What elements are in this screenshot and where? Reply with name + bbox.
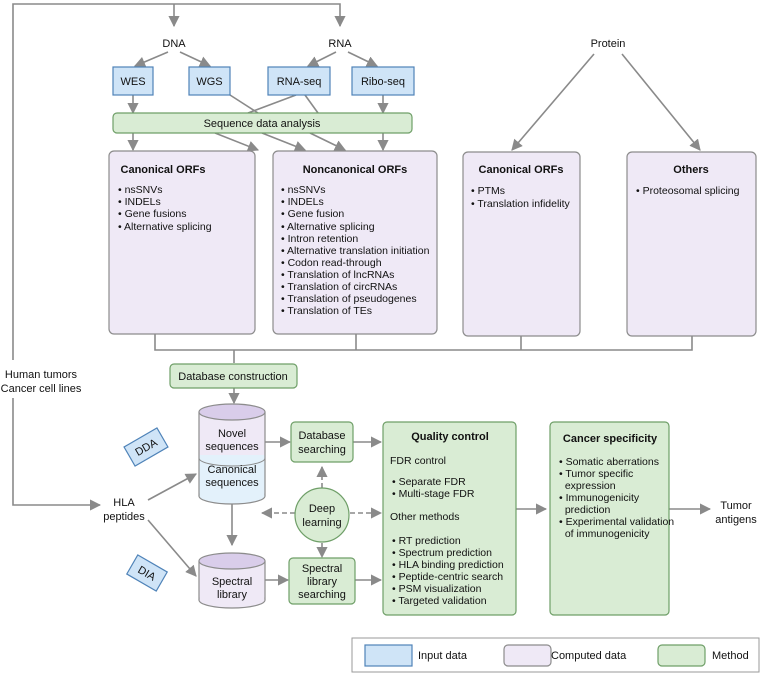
quality-control-panel: Quality control FDR control • Separate F… <box>382 421 517 616</box>
canonical-sequences-label-2: sequences <box>205 477 259 489</box>
list-item: • Gene fusions <box>118 208 186 220</box>
canonical-orfs-protein-panel: Canonical ORFs • PTMs • Translation infi… <box>462 151 581 337</box>
wes-box: WES <box>112 66 154 96</box>
wgs-box: WGS <box>188 66 231 96</box>
ribo-seq-box: Ribo-seq <box>351 66 415 96</box>
list-item: expression <box>559 480 616 492</box>
other-methods-header: Other methods <box>390 511 459 523</box>
spectral-searching-label-2: library <box>307 576 337 588</box>
database-construction-label: Database construction <box>178 371 287 383</box>
legend-computed-label: Computed data <box>551 650 627 662</box>
dia-box: DIA <box>125 554 169 592</box>
noncanonical-orfs-panel: Noncanonical ORFs • nsSNVs • INDELs • Ge… <box>272 150 438 335</box>
deep-learning-label: Deep <box>309 503 335 515</box>
protein-label: Protein <box>591 38 626 50</box>
list-item: • Immunogenicity <box>559 492 640 504</box>
novel-sequences-label: Novel <box>218 428 246 440</box>
canonical-orfs-genomic-panel: Canonical ORFs • nsSNVs • INDELs • Gene … <box>108 150 256 335</box>
list-item: • Alternative translation initiation <box>281 245 430 257</box>
cancer-specificity-panel: Cancer specificity • Somatic aberrations… <box>549 421 674 616</box>
list-item: • Targeted validation <box>392 595 487 607</box>
legend: Input data Computed data Method <box>351 637 760 673</box>
dna-label: DNA <box>162 38 186 50</box>
list-item: • Codon read-through <box>281 257 382 269</box>
dda-box: DDA <box>123 427 169 467</box>
spectral-searching-label: Spectral <box>302 563 342 575</box>
legend-input-label: Input data <box>418 650 468 662</box>
list-item: • PTMs <box>471 185 505 197</box>
legend-computed-swatch <box>503 644 552 667</box>
spectral-library-searching-box: Spectral library searching <box>288 557 356 605</box>
list-item: • Peptide-centric search <box>392 571 503 583</box>
list-item: • nsSNVs <box>118 184 163 196</box>
list-item: of immunogenicity <box>559 528 650 540</box>
list-item: • Gene fusion <box>281 208 344 220</box>
list-item: • Alternative splicing <box>281 221 375 233</box>
rna-seq-box: RNA-seq <box>267 66 331 96</box>
wgs-label: WGS <box>196 76 222 88</box>
list-item: • Somatic aberrations <box>559 456 659 468</box>
panel-title: Others <box>673 164 708 176</box>
list-item: • Translation of TEs <box>281 305 372 317</box>
list-item: prediction <box>559 504 611 516</box>
novel-sequences-label-2: sequences <box>205 441 259 453</box>
tumor-antigens-label: Tumor <box>720 500 752 512</box>
list-item: • Separate FDR <box>392 476 466 488</box>
sequence-database-cylinder: Novel sequences Canonical sequences <box>198 403 266 505</box>
ribo-seq-label: Ribo-seq <box>361 76 405 88</box>
list-item: • Translation of pseudogenes <box>281 293 417 305</box>
list-item: • Tumor specific <box>559 468 633 480</box>
panel-title: Noncanonical ORFs <box>303 164 408 176</box>
list-item: • Translation infidelity <box>471 198 571 210</box>
list-item: • Spectrum prediction <box>392 547 492 559</box>
spectral-library-label-2: library <box>217 589 247 601</box>
canonical-sequences-label: Canonical <box>208 464 257 476</box>
cancer-cell-lines-label: Cancer cell lines <box>1 383 82 395</box>
legend-input-swatch <box>364 644 413 667</box>
tumor-antigens-label-2: antigens <box>715 514 757 526</box>
cancer-specificity-title: Cancer specificity <box>563 433 658 445</box>
deep-learning-node: Deep learning <box>294 487 350 543</box>
connector-lines <box>12 3 712 586</box>
list-item: • nsSNVs <box>281 184 326 196</box>
sequence-data-analysis-box: Sequence data analysis <box>112 112 413 134</box>
hla-label: HLA <box>113 497 135 509</box>
list-item: • Experimental validation <box>559 516 674 528</box>
spectral-library-cylinder: Spectral library <box>198 552 266 609</box>
list-item: • Proteosomal splicing <box>636 185 740 197</box>
legend-method-swatch <box>657 644 706 667</box>
list-item: • INDELs <box>281 196 324 208</box>
sequence-data-analysis-label: Sequence data analysis <box>204 118 321 130</box>
database-construction-box: Database construction <box>169 363 298 389</box>
peptides-label: peptides <box>103 511 145 523</box>
human-tumors-label: Human tumors <box>5 369 78 381</box>
panel-title: Canonical ORFs <box>121 164 206 176</box>
list-item: • RT prediction <box>392 535 461 547</box>
quality-control-title: Quality control <box>411 431 489 443</box>
list-item: • HLA binding prediction <box>392 559 504 571</box>
list-item: • Translation of lncRNAs <box>281 269 394 281</box>
rna-seq-label: RNA-seq <box>277 76 322 88</box>
list-item: • Multi-stage FDR <box>392 488 475 500</box>
spectral-library-label: Spectral <box>212 576 252 588</box>
deep-learning-label-2: learning <box>302 517 341 529</box>
list-item: • PSM visualization <box>392 583 482 595</box>
list-item: • INDELs <box>118 196 161 208</box>
legend-method-label: Method <box>712 650 749 662</box>
list-item: • Alternative splicing <box>118 221 212 233</box>
list-item: • Intron retention <box>281 233 358 245</box>
list-item: • Translation of circRNAs <box>281 281 397 293</box>
wes-label: WES <box>120 76 145 88</box>
panel-title: Canonical ORFs <box>479 164 564 176</box>
database-searching-label: Database <box>298 430 345 442</box>
rna-label: RNA <box>328 38 352 50</box>
fdr-control-header: FDR control <box>390 455 446 467</box>
deep-learning-arrows <box>260 465 383 559</box>
others-panel: Others • Proteosomal splicing <box>626 151 757 337</box>
spectral-searching-label-3: searching <box>298 589 346 601</box>
database-searching-box: Database searching <box>290 421 354 463</box>
database-searching-label-2: searching <box>298 444 346 456</box>
